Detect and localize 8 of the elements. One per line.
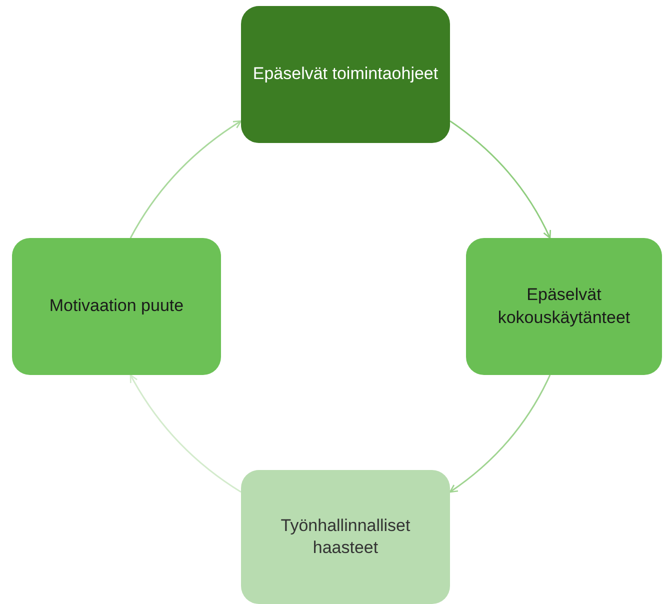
process-box: Epäselvät toimintaohjeet [241,6,450,143]
curved-arrow [449,374,551,493]
curved-arrow [130,374,242,493]
curved-arrow [130,120,242,238]
process-box: Epäselvät kokouskäytänteet [466,238,662,375]
process-box: Motivaation puute [12,238,221,375]
curved-arrow [450,120,551,239]
process-box: Työnhallinnalliset haasteet [241,470,450,604]
